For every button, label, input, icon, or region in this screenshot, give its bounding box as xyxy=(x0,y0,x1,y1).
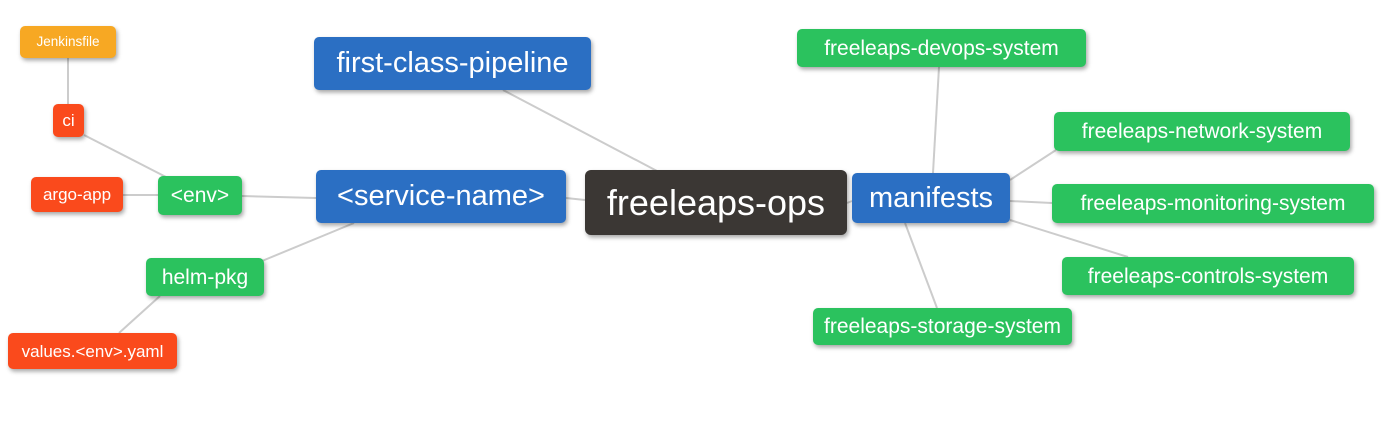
edge-service-name-ops xyxy=(565,197,586,201)
node-service-name[interactable]: <service-name> xyxy=(316,170,566,223)
edge-manifests-storage-system xyxy=(904,222,938,309)
node-manifests[interactable]: manifests xyxy=(852,173,1010,223)
node-env[interactable]: <env> xyxy=(158,176,242,215)
node-argo-app[interactable]: argo-app xyxy=(31,177,123,212)
node-freeleaps-ops-root[interactable]: freeleaps-ops xyxy=(585,170,847,235)
node-helm-pkg[interactable]: helm-pkg xyxy=(146,258,264,296)
node-freeleaps-network-system[interactable]: freeleaps-network-system xyxy=(1054,112,1350,151)
node-freeleaps-controls-system[interactable]: freeleaps-controls-system xyxy=(1062,257,1354,295)
edge-ci-env xyxy=(83,134,167,178)
edge-manifests-network-system xyxy=(1009,149,1057,181)
edge-manifests-monitoring-system xyxy=(1009,200,1053,204)
node-freeleaps-monitoring-system[interactable]: freeleaps-monitoring-system xyxy=(1052,184,1374,223)
node-values-env-yaml[interactable]: values.<env>.yaml xyxy=(8,333,177,369)
edge-ops-manifests xyxy=(846,200,853,204)
edge-manifests-controls-system xyxy=(1009,219,1129,258)
edge-manifests-devops-system xyxy=(932,66,940,174)
node-freeleaps-storage-system[interactable]: freeleaps-storage-system xyxy=(813,308,1072,345)
edge-helm-pkg-values-env-yaml xyxy=(118,295,161,334)
edge-first-class-pipeline-ops xyxy=(502,89,658,172)
node-freeleaps-devops-system[interactable]: freeleaps-devops-system xyxy=(797,29,1086,67)
node-ci[interactable]: ci xyxy=(53,104,84,137)
node-first-class-pipeline[interactable]: first-class-pipeline xyxy=(314,37,591,90)
edge-service-name-helm-pkg xyxy=(261,222,355,262)
edge-env-service-name xyxy=(241,195,317,199)
node-jenkinsfile[interactable]: Jenkinsfile xyxy=(20,26,116,58)
